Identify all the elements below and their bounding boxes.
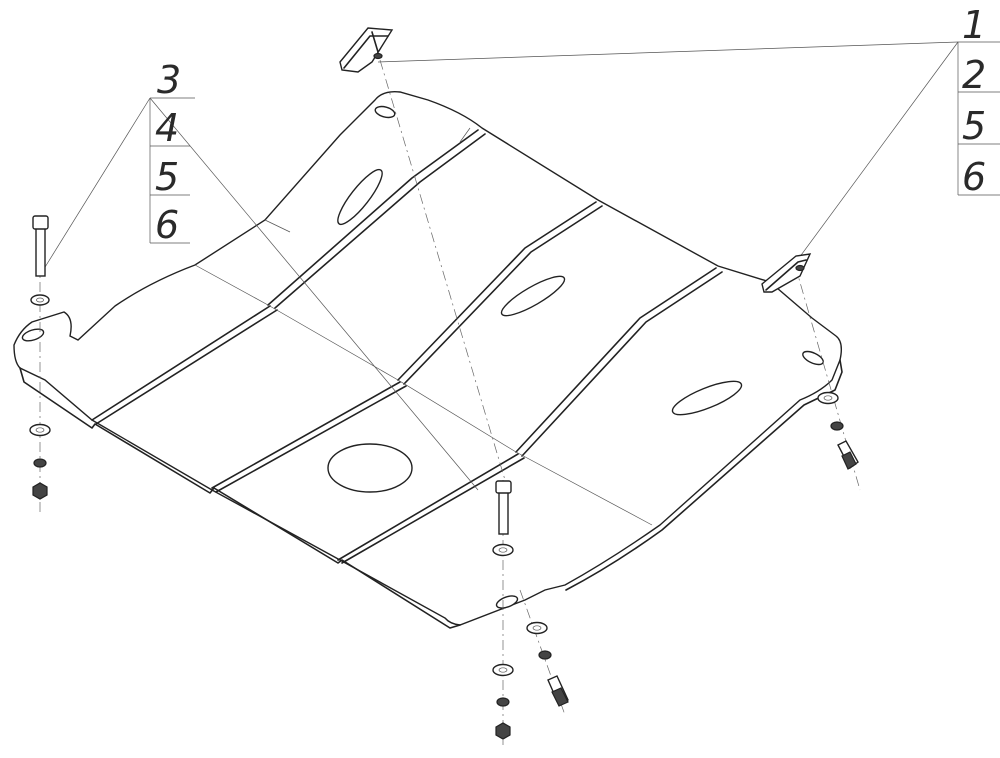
skid-plate (13, 90, 843, 629)
slot-2 (500, 275, 566, 317)
mount-hole-left (21, 328, 45, 342)
washer-front-right (526, 621, 548, 635)
washer-right (817, 391, 839, 405)
plate-right-rim (565, 359, 843, 591)
callout-left-3: 3 (157, 58, 181, 102)
leader-lines (41, 41, 959, 491)
slot-1 (337, 168, 383, 226)
right-hardware-stack (817, 391, 859, 470)
bolt-left (35, 227, 46, 277)
callout-left-6: 6 (155, 203, 179, 247)
top-clip-nut (339, 27, 394, 73)
callout-right: 1 2 5 6 (957, 3, 1000, 199)
callout-left: 3 4 5 6 (149, 58, 195, 247)
left-hardware-stack (29, 215, 51, 500)
callout-right-6: 6 (962, 155, 986, 199)
bolt-front-head (495, 480, 512, 494)
plate-slots (21, 105, 824, 609)
callout-left-4: 4 (155, 106, 179, 150)
plate-front-rim (19, 367, 461, 629)
washer-left-bottom (29, 423, 51, 437)
front-center-hardware-stack (492, 480, 514, 740)
washer-front-bottom (492, 663, 514, 677)
mount-hole-front (495, 595, 519, 609)
bolt-left-head (32, 215, 49, 230)
mount-hole-top (374, 105, 396, 119)
spring-washer-front (496, 697, 510, 707)
washer-left-top (30, 294, 50, 306)
right-clip-nut (761, 253, 812, 293)
drain-hole (327, 443, 413, 493)
bolt-front (498, 491, 509, 535)
callout-right-1: 1 (962, 3, 986, 47)
spring-washer-left (33, 458, 47, 468)
front-right-hardware-stack (526, 621, 569, 707)
washer-front-top (492, 543, 514, 557)
callout-right-5: 5 (962, 104, 986, 148)
nut-left (32, 482, 48, 500)
callout-left-5: 5 (155, 155, 179, 199)
nut-front (495, 722, 511, 740)
plate-creases (194, 127, 653, 526)
spring-washer-right (830, 421, 844, 431)
spring-washer-front-right (538, 650, 552, 660)
slot-3 (671, 380, 743, 416)
callout-right-2: 2 (962, 53, 986, 97)
plate-ribs (91, 129, 723, 564)
